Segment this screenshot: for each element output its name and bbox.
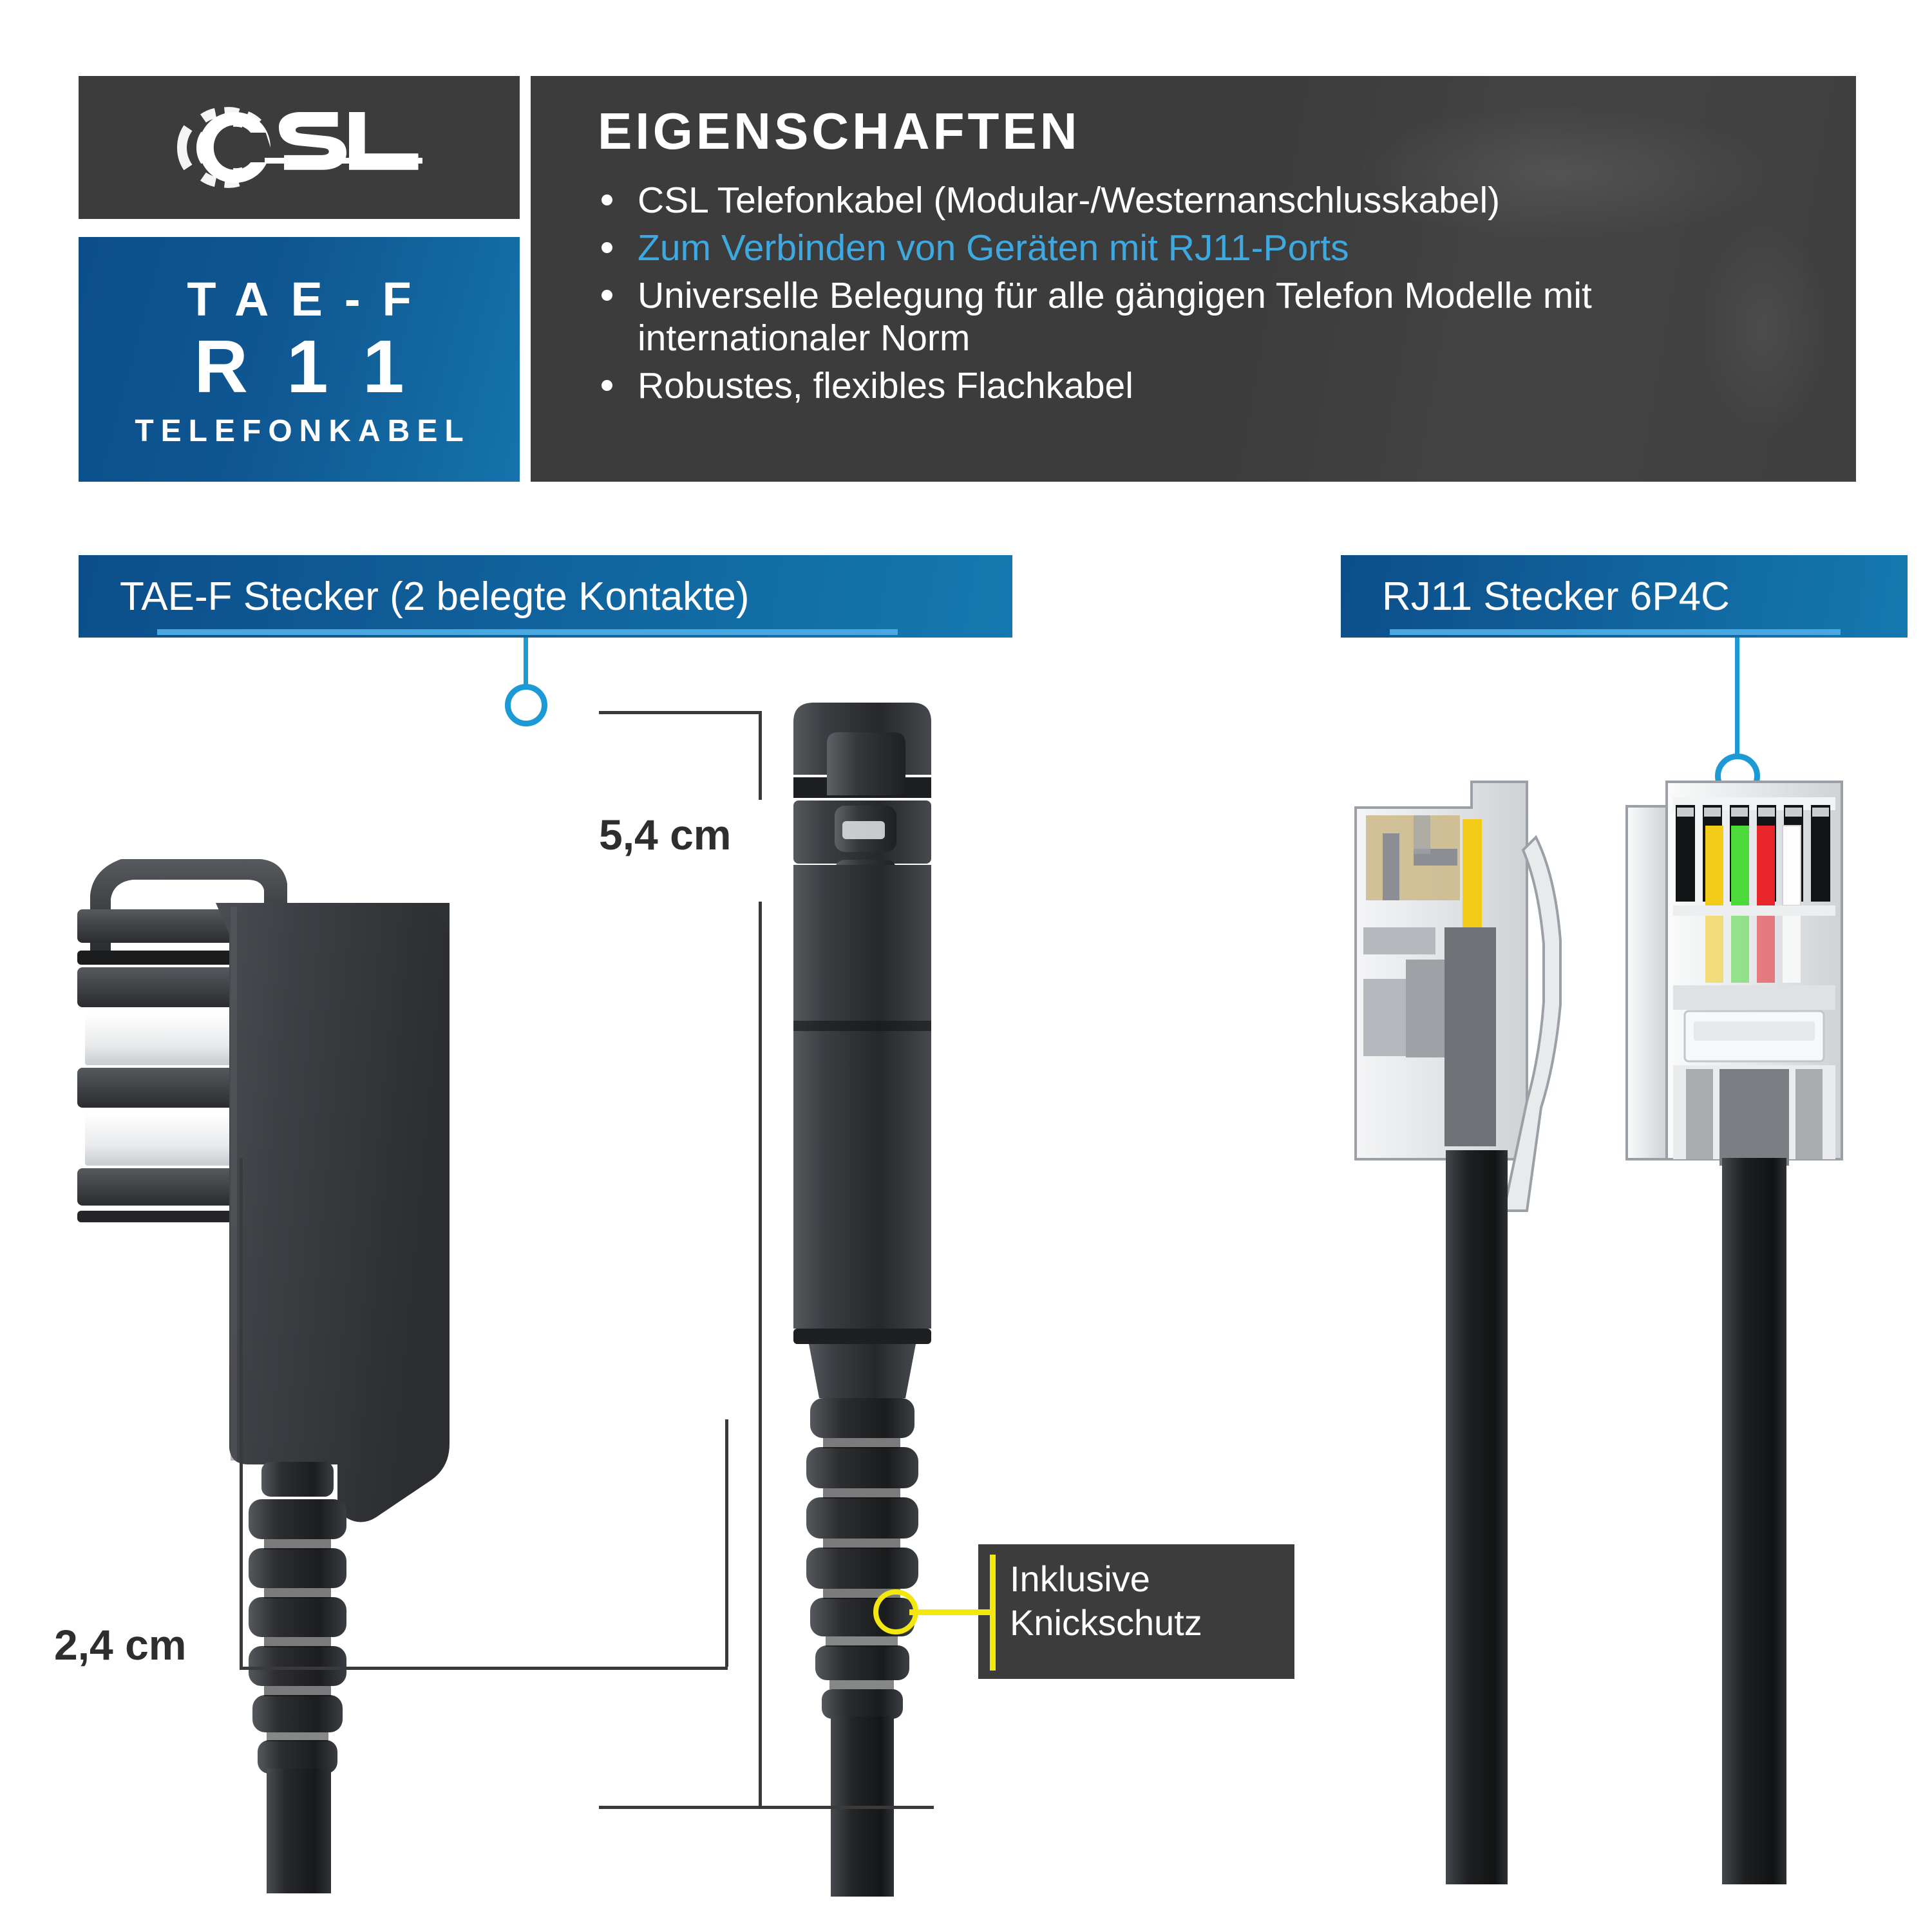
tae-f-plug-side-illustration <box>793 703 931 1897</box>
knickschutz-leader-vertical <box>990 1555 996 1671</box>
feature-item-text: Robustes, flexibles Flachkabel <box>638 365 1133 407</box>
features-title: EIGENSCHAFTEN <box>598 102 1081 160</box>
dimension-width-tick-left <box>240 1158 243 1667</box>
feature-item-text: CSL Telefonkabel (Modular-/Westernanschl… <box>638 180 1501 221</box>
rj11-plug-front-illustration <box>1625 781 1843 1884</box>
feature-item: CSL Telefonkabel (Modular-/Westernanschl… <box>598 179 1830 222</box>
tae-f-plug-front-illustration <box>77 859 450 1893</box>
bullet-icon <box>601 242 612 254</box>
badge-line-1: TAE-F <box>187 272 433 326</box>
bullet-icon <box>601 194 612 205</box>
bullet-icon <box>601 290 612 301</box>
section-header-tae-f-underline <box>157 629 898 635</box>
top-band: TAE-F R11 TELEFONKABEL EIGENSCHAFTEN CSL… <box>0 0 1932 509</box>
badge-line-2: R11 <box>194 324 443 408</box>
feature-item: Zum Verbinden von Geräten mit RJ11-Ports <box>598 227 1830 269</box>
features-panel: EIGENSCHAFTEN CSL Telefonkabel (Modular-… <box>531 76 1856 482</box>
feature-item: Robustes, flexibles Flachkabel <box>598 365 1830 407</box>
dimension-height-label: 5,4 cm <box>599 811 732 858</box>
dimension-height-tick-top <box>599 711 760 714</box>
dimension-width-label: 2,4 cm <box>54 1621 187 1669</box>
leader-line-tae-f <box>524 638 528 688</box>
dimension-height-tick-bottom <box>599 1806 934 1809</box>
knickschutz-line-2: Knickschutz <box>1010 1602 1202 1643</box>
leader-line-rj11 <box>1735 638 1739 757</box>
dimension-height-line-lower <box>759 902 762 1808</box>
knickschutz-callout-text: Inklusive Knickschutz <box>1010 1557 1293 1645</box>
features-list: CSL Telefonkabel (Modular-/Westernanschl… <box>598 179 1830 408</box>
feature-item-text: Zum Verbinden von Geräten mit RJ11-Ports <box>638 227 1349 269</box>
section-header-tae-f-label: TAE-F Stecker (2 belegte Kontakte) <box>120 574 750 619</box>
section-header-rj11-underline <box>1390 629 1841 635</box>
knickschutz-leader-horizontal <box>909 1609 992 1615</box>
badge-line-3: TELEFONKABEL <box>135 414 471 449</box>
tae-f-r11-badge: TAE-F R11 TELEFONKABEL <box>79 237 520 482</box>
feature-item-text: Universelle Belegung für alle gängigen T… <box>638 275 1592 359</box>
csl-circular-logo-icon <box>176 107 422 188</box>
section-header-rj11-label: RJ11 Stecker 6P4C <box>1382 574 1730 619</box>
dimension-height-line-upper <box>759 711 762 800</box>
leader-circle-tae-f <box>505 684 547 726</box>
knickschutz-callout-box <box>978 1544 1294 1679</box>
knickschutz-line-1: Inklusive <box>1010 1558 1150 1599</box>
csl-logo-box <box>79 76 520 219</box>
dimension-width-tick-right <box>725 1419 728 1667</box>
dimension-width-line <box>240 1667 728 1670</box>
section-header-rj11: RJ11 Stecker 6P4C <box>1341 555 1908 638</box>
rj11-plug-side-illustration <box>1354 781 1562 1884</box>
feature-item: Universelle Belegung für alle gängigen T… <box>598 274 1830 359</box>
section-header-tae-f: TAE-F Stecker (2 belegte Kontakte) <box>79 555 1012 638</box>
bullet-icon <box>601 380 612 392</box>
